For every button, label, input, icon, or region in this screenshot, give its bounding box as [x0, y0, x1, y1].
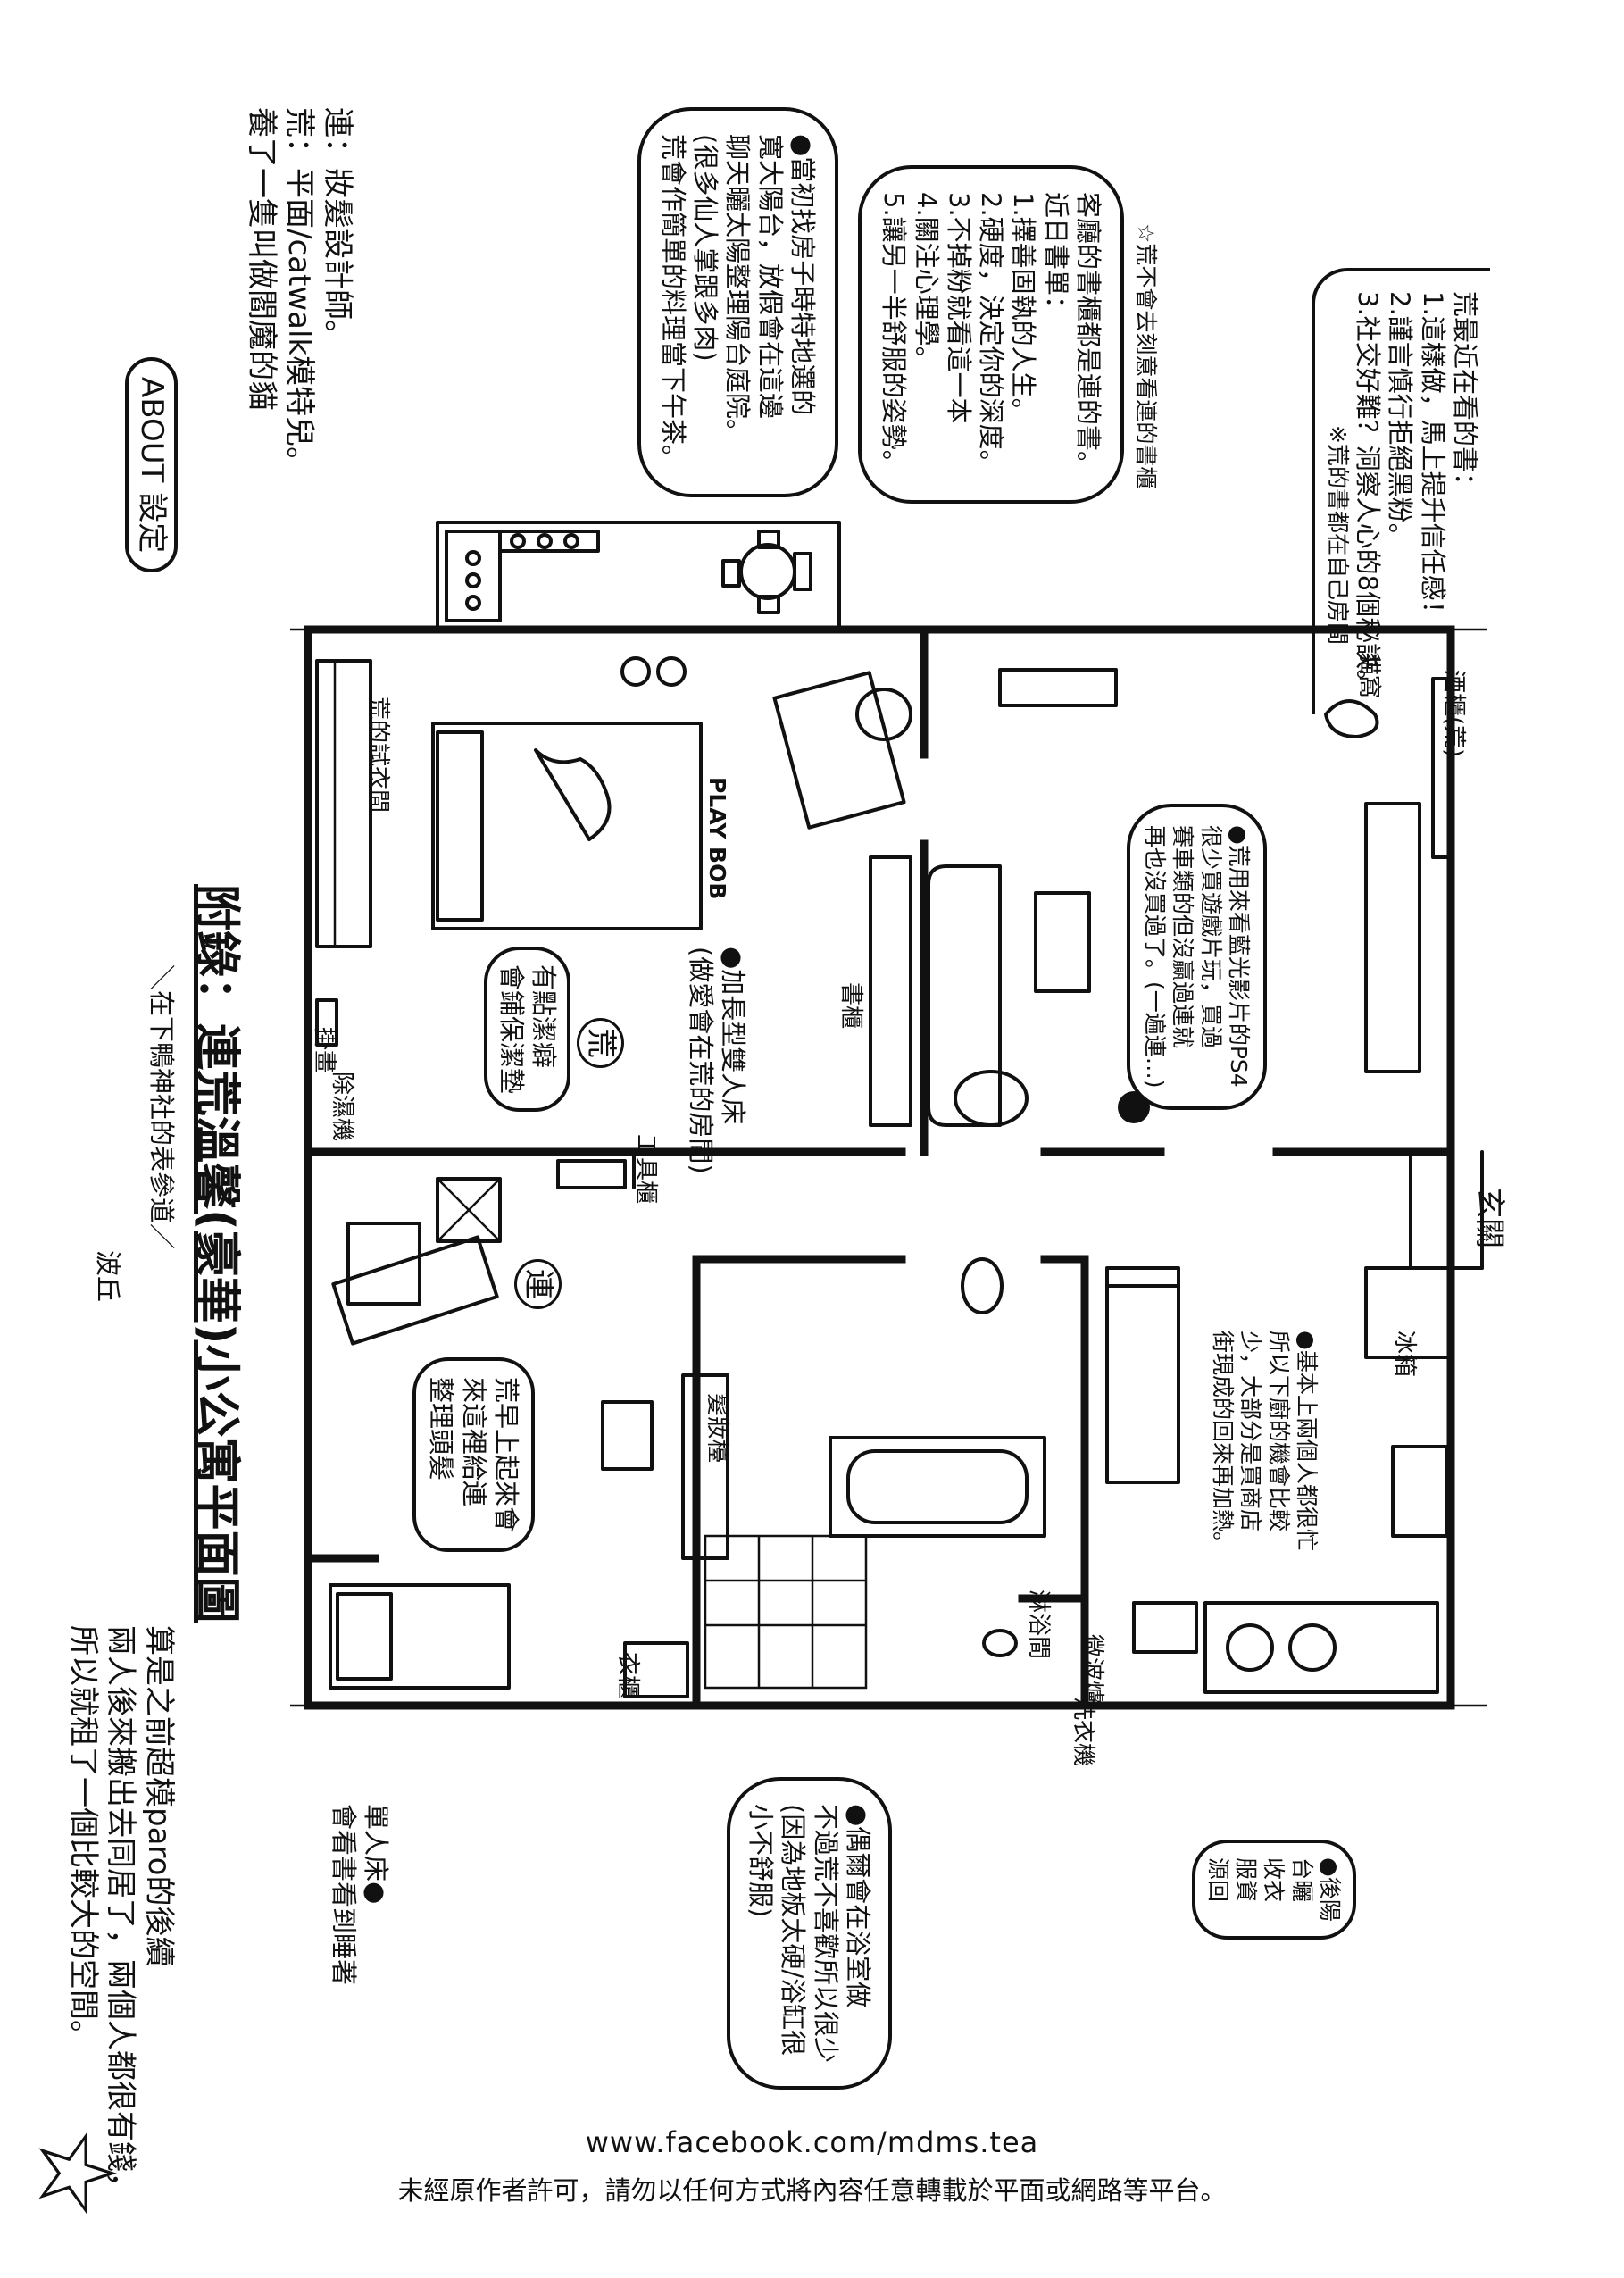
footer-url: www.facebook.com/mdms.tea [585, 2125, 1039, 2159]
label-vanity: 髮妝檯 [704, 1393, 730, 1464]
note-line: 寬大陽台，放假會在這邊 [754, 134, 786, 420]
profile-list: 連：妝髮設計師。 荒：平面/catwalk模特兒。 養了一隻叫做閻魔的貓 [243, 107, 357, 477]
note-line: 再也沒買過了。(一遍連…) [1142, 825, 1169, 1089]
label-wine-cabinet: 酒櫃(荒) [1440, 670, 1467, 758]
note-line: ●加長型雙人床 [718, 947, 748, 1125]
ps4-note-bubble: ●荒用來看藍光影片的PS4 很少買遊戲片玩，買過 賽車類的但沒贏過連就 再也沒買… [1127, 804, 1267, 1110]
interior-walls [304, 625, 1484, 1710]
note-line: 小不舒服) [745, 1804, 777, 1918]
note-line: 3.社交好難？洞察人心的8個秘訣。 [1353, 291, 1384, 696]
intro-line: 兩人後來搬出去同居了，兩個人都很有錢， [103, 1625, 139, 2202]
note-line: 荒早上起來會 [491, 1377, 521, 1533]
intro-line: 所以就租了一個比較大的空間。 [65, 1625, 101, 2050]
about-stamp: ABOUT 設定 [125, 357, 178, 573]
balcony-note-bubble: ●當初找房子時特地選的 寬大陽台，放假會在這邊 聊天曬太陽整理陽台庭院。 (很多… [637, 107, 838, 498]
note-line: ●基本上兩個人都很忙 [1294, 1331, 1320, 1551]
note-line: 來這裡給連 [458, 1377, 489, 1507]
bookshelf-note-bubble: 客廳的書櫃都是連的書。 近日書單： 1.擇善固執的人生。 2.硬度，決定你的深度… [858, 165, 1124, 505]
label-wardrobe: 衣櫃 [614, 1652, 641, 1699]
signature-badge: 波丘 [93, 1250, 123, 1303]
profile-ren: 連：妝髮設計師。 [320, 107, 355, 350]
label-entrance: 玄關 [1471, 1188, 1507, 1248]
note-line: 3.不掉粉就看這一本 [944, 192, 974, 424]
note-line: 1.擇善固執的人生。 [1008, 192, 1039, 424]
note-line: 賽車類的但沒贏過連就 [1170, 825, 1196, 1049]
kitchen-fixtures [1105, 1266, 1453, 1694]
intro-line: 算是之前超模paro的後續 [141, 1625, 177, 1967]
note-line: 源回 [1205, 1857, 1231, 1903]
note-line: 有點潔癖 [529, 964, 559, 1069]
note-line: 很少買遊戲片玩，買過 [1197, 825, 1224, 1049]
note-line: ●荒用來看藍光影片的PS4 [1226, 825, 1252, 1088]
intro-text: 算是之前超模paro的後續 兩人後來搬出去同居了，兩個人都很有錢， 所以就租了一… [64, 1625, 179, 2202]
hair-note-bubble: 荒早上起來會 來這裡給連 整理頭髮 [412, 1357, 535, 1553]
note-line: ●當初找房子時特地選的 [787, 134, 818, 416]
page-subtitle: ＼在下鴨神社的表參道／ [146, 964, 177, 1250]
profile-cat: 養了一隻叫做閻魔的貓 [244, 107, 279, 411]
note-line: 2.謹言慎行拒絕黑粉。 [1385, 291, 1416, 549]
label-shower: 淋浴間 [1025, 1590, 1052, 1660]
label-washer: 洗衣機 [1070, 1697, 1096, 1767]
double-bed-note: ●加長型雙人床 (做愛會在荒的房間) [685, 947, 750, 1174]
reading-list: 荒最近在看的書： 1.這樣做，馬上提升信任感！ 2.謹言慎行拒絕黑粉。 3.社交… [1311, 268, 1490, 715]
label-cat-nest: 貓窩 [1355, 652, 1382, 699]
label-fitting-room: 荒的試衣間 [364, 697, 391, 814]
label-dehumidifier: 除濕機 [329, 1072, 355, 1142]
note-line: (做愛會在荒的房間) [685, 947, 716, 1174]
note-line: ●後陽 [1317, 1857, 1343, 1922]
note-line: 2.硬度，決定你的深度。 [976, 192, 1007, 476]
laundry-note-bubble: ●後陽 台曬 收衣 服資 源回 [1191, 1840, 1356, 1940]
single-bed-note: 單人床● 會看書看到睡著 [328, 1804, 393, 1985]
clean-note-bubble: 有點潔癖 會鋪保潔墊 [484, 947, 570, 1113]
bath-note-bubble: ●偶爾會在浴室做 不過荒不喜歡所以很少 (因為地板太硬/浴缸很 小不舒服) [727, 1777, 892, 2090]
label-painting: 掛畫 [311, 1027, 337, 1074]
note-line: ●偶爾會在浴室做 [843, 1804, 873, 2008]
label-tool-cabinet: 工具櫃 [632, 1134, 659, 1205]
note-line: 會看書看到睡著 [328, 1804, 359, 1986]
balcony [436, 521, 841, 631]
note-line: (因為地板太硬/浴缸很 [778, 1804, 809, 2057]
note-line: 客廳的書櫃都是連的書。 [1073, 192, 1103, 478]
page-title: 附錄：連荒溫馨(豪華)小公寓平面圖 [189, 884, 243, 1623]
footer-copyright: 未經原作者許可，請勿以任何方式將內容任意轉載於平面或網路等平台。 [397, 2175, 1227, 2206]
note-line: 街現成的回來再加熱。 [1210, 1331, 1237, 1555]
note-line: 5.讓另一半舒服的姿勢。 [879, 192, 910, 476]
note-line: 近日書單： [1040, 192, 1071, 322]
profile-ara: 荒：平面/catwalk模特兒。 [281, 107, 318, 478]
living-room-furniture [772, 668, 1453, 1127]
bedroom-furniture [315, 656, 703, 1189]
note-line: 聊天曬太陽整理陽台庭院。 [722, 134, 754, 446]
note-line: 所以下廚的機會比較 [1265, 1331, 1292, 1532]
note-line: 收衣 [1261, 1857, 1287, 1903]
bathroom-fixtures [704, 1257, 1046, 1690]
note-line: (很多仙人掌跟多肉) [690, 134, 721, 362]
note-line: 少，大部分是買商店 [1237, 1331, 1264, 1532]
note-line: 荒會作簡單的料理當下午茶。 [658, 134, 688, 471]
note-line: 不過荒不喜歡所以很少 [810, 1804, 841, 2064]
note-line: 台曬 [1288, 1857, 1315, 1903]
bed-text: PLAY BOB [704, 777, 730, 900]
note-line: 4.關注心理學。 [911, 192, 942, 372]
reading-footnote: ※荒的書都在自己房間 [1325, 425, 1351, 645]
label-microwave: 微波爐 [1079, 1634, 1105, 1705]
note-line: 荒最近在看的書： [1450, 291, 1480, 499]
note-line: 會鋪保潔墊 [496, 964, 527, 1095]
note-line: 1.這樣做，馬上提升信任感！ [1417, 291, 1448, 627]
note-line: 整理頭髮 [426, 1377, 457, 1481]
label-bookshelf: 書櫃 [837, 982, 864, 1030]
ren-mark: 連 [514, 1259, 562, 1309]
bookshelf-footnote: ☆荒不會去刻意看連的書櫃 [1133, 223, 1159, 489]
kitchen-note: ●基本上兩個人都很忙 所以下廚的機會比較 少，大部分是買商店 街現成的回來再加熱… [1209, 1331, 1320, 1554]
note-line: 單人床● [361, 1804, 391, 1905]
note-line: 服資 [1233, 1857, 1260, 1903]
label-fridge: 冰箱 [1391, 1331, 1418, 1378]
ara-mark: 荒 [577, 1018, 624, 1068]
